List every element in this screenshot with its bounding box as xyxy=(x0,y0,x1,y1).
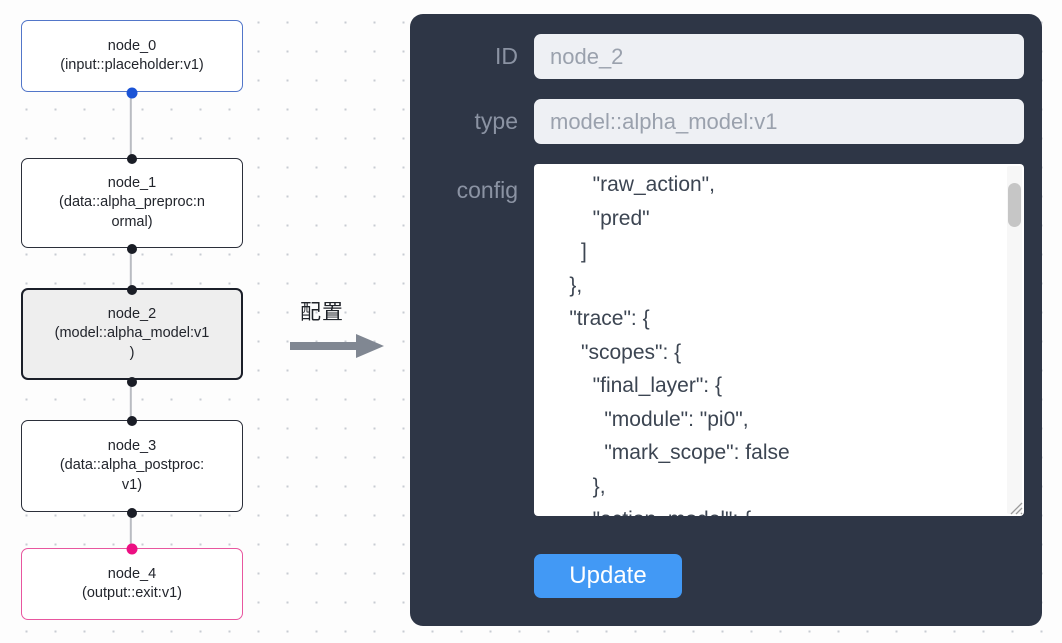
id-input[interactable] xyxy=(534,34,1024,79)
node-handle-source[interactable] xyxy=(126,87,138,99)
node-title: node_4 xyxy=(107,565,157,582)
config-textarea[interactable]: "raw_action", "pred" ] }, "trace": { "sc… xyxy=(534,164,1024,516)
node-subtitle-cont: ) xyxy=(129,344,135,361)
node-graph-canvas[interactable]: node_0 (input::placeholder:v1) node_1 (d… xyxy=(0,0,400,643)
type-input[interactable] xyxy=(534,99,1024,144)
node-subtitle: (data::alpha_preproc:n xyxy=(59,194,205,211)
edge-node3-node4 xyxy=(129,512,133,548)
node-handle-target[interactable] xyxy=(127,416,137,426)
arrow-right-icon xyxy=(290,334,384,358)
config-field-row: config "raw_action", "pred" ] }, "trace"… xyxy=(410,164,1026,516)
node-subtitle-cont: v1) xyxy=(121,476,143,493)
graph-node-node_3[interactable]: node_3 (data::alpha_postproc: v1) xyxy=(21,416,243,518)
config-scrollbar-thumb[interactable] xyxy=(1008,183,1021,227)
config-textarea-wrapper: "raw_action", "pred" ] }, "trace": { "sc… xyxy=(534,164,1024,516)
graph-node-node_0[interactable]: node_0 (input::placeholder:v1) xyxy=(21,20,243,99)
type-field-row: type xyxy=(410,99,1026,144)
edge-node0-node1 xyxy=(129,92,133,158)
node-handle-target[interactable] xyxy=(127,154,137,164)
node-title: node_0 xyxy=(107,37,157,54)
node-config-panel: ID type config "raw_action", "pred" ] },… xyxy=(410,14,1042,626)
graph-node-node_1[interactable]: node_1 (data::alpha_preproc:n ormal) xyxy=(21,154,243,254)
edge-node2-node3 xyxy=(129,380,133,420)
node-title: node_2 xyxy=(107,306,157,323)
node-handle-source[interactable] xyxy=(127,244,137,254)
node-handle-target[interactable] xyxy=(127,285,137,295)
node-subtitle: (output::exit:v1) xyxy=(82,585,182,601)
resize-handle-icon[interactable] xyxy=(1006,498,1023,515)
node-subtitle: (model::alpha_model:v1 xyxy=(54,325,210,342)
type-field-label: type xyxy=(474,108,518,134)
config-field-label: config xyxy=(456,177,518,203)
edge-node1-node2 xyxy=(129,248,133,288)
id-field-row: ID xyxy=(410,34,1026,79)
node-title: node_3 xyxy=(107,438,157,455)
node-handle-source[interactable] xyxy=(127,377,137,387)
node-subtitle-cont: ormal) xyxy=(111,213,153,230)
arrow-label: 配置 xyxy=(300,300,344,324)
node-subtitle: (data::alpha_postproc: xyxy=(59,457,205,474)
graph-node-node_2[interactable]: node_2 (model::alpha_model:v1 ) xyxy=(21,285,243,387)
update-button[interactable]: Update xyxy=(534,554,682,598)
node-title: node_1 xyxy=(107,175,157,192)
config-scrollbar-track[interactable] xyxy=(1007,166,1022,514)
node-handle-target[interactable] xyxy=(126,543,138,555)
id-field-label: ID xyxy=(495,43,518,69)
node-handle-source[interactable] xyxy=(127,508,137,518)
node-subtitle: (input::placeholder:v1) xyxy=(60,57,204,73)
graph-node-node_4[interactable]: node_4 (output::exit:v1) xyxy=(21,543,243,620)
transition-arrow-group: 配置 xyxy=(290,296,398,358)
